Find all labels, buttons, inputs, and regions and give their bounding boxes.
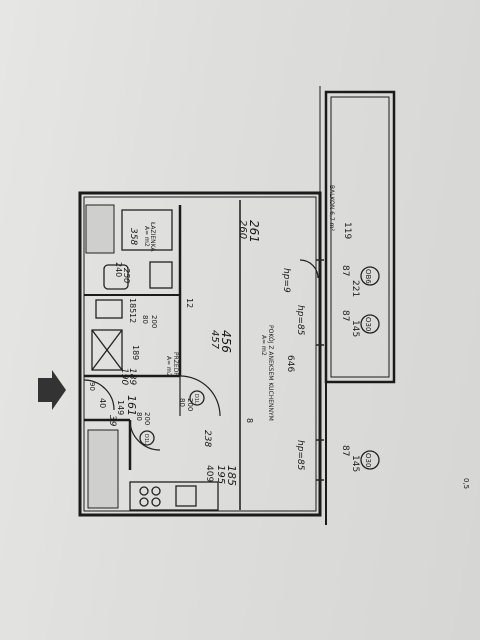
main-room-area: A= m2 — [260, 335, 267, 356]
window-marks — [316, 259, 324, 481]
dim-sill: 12 — [128, 313, 137, 323]
hall-name: PRZEDP. — [172, 352, 179, 377]
door-swings — [83, 259, 319, 451]
window-3-code: O30 — [364, 453, 372, 467]
window-1-width: 87 — [340, 265, 350, 276]
door-d1: 90 — [88, 382, 96, 391]
dim-hall-depth-old: 190 — [119, 368, 129, 385]
window-3-width: 87 — [340, 445, 350, 456]
dim-kitchen-width: 409 — [204, 465, 214, 482]
door-d4: 80 — [178, 398, 186, 407]
kitchen-counter — [129, 481, 219, 511]
dim-hall-width: 161 — [125, 395, 138, 416]
dim-wall-label: 8 — [245, 418, 254, 423]
dim-door-width: 238 — [202, 430, 212, 447]
door-d2: 80 — [141, 315, 149, 324]
hp-upper: hp=9 — [281, 268, 291, 293]
window-3-height: 145 — [350, 455, 360, 472]
interior-walls — [84, 200, 241, 510]
window-tags — [360, 266, 380, 470]
door-d5: 200 — [186, 398, 194, 411]
window-1-height: 221 — [350, 280, 360, 297]
entry-arrow — [38, 370, 66, 410]
dim-balcony-depth: 119 — [342, 222, 352, 239]
dim-entry: 39 — [107, 415, 117, 427]
balcony-label: BALKON 6,7 m² — [328, 185, 335, 232]
main-room-name: POKÓJ Z ANEKSEM KUCHENNYM — [267, 325, 274, 421]
dim-col-12: 12 — [185, 298, 194, 308]
window-2-width: 87 — [340, 310, 350, 321]
dim-bath-width2: 250 — [122, 268, 131, 283]
bathroom-area: A= m2 — [143, 226, 150, 247]
radiator-bottom — [87, 429, 119, 509]
radiator-top — [85, 204, 115, 254]
dim-hall-depth: 189 — [131, 345, 140, 360]
dim-bath-width: 240 — [114, 262, 123, 277]
dim-kitchen-new: 185 — [225, 465, 238, 486]
hp-mid: hp=85 — [295, 305, 305, 336]
bathroom-name: ŁAZIENKA — [149, 221, 156, 252]
dim-hall-width2: 149 — [116, 400, 125, 415]
hp-lower: hp=85 — [295, 440, 305, 471]
dim-kitchen-old: 195 — [215, 465, 226, 484]
dim-tub: 358 — [128, 228, 138, 245]
window-2-height: 145 — [350, 320, 360, 337]
window-1-code: OB6 — [364, 269, 372, 284]
hall-area: A= m2 — [165, 356, 172, 377]
door-tags — [139, 390, 205, 446]
dim-room-width-new: 456 — [219, 330, 233, 353]
window-2-code: O30 — [364, 317, 372, 331]
dim-room-width-old: 457 — [209, 330, 220, 350]
door-d7: 200 — [143, 412, 151, 425]
dim-room-length: 646 — [285, 355, 295, 372]
bath-fixtures — [91, 209, 173, 371]
dim-hall-depth-new: 189 — [127, 368, 137, 385]
door-tag-1: D1L — [193, 394, 199, 404]
dim-bath-depth: 185 — [128, 298, 137, 313]
dim-top-old: 260 — [237, 220, 248, 239]
dim-top-new: 261 — [247, 220, 261, 243]
exterior-walls — [78, 86, 396, 525]
corner-text: 0,5 — [462, 478, 470, 489]
door-tag-2: D1L — [143, 434, 149, 444]
door-d3: 200 — [150, 315, 158, 328]
door-d6: 80 — [135, 412, 143, 421]
dim-entry2: 40 — [98, 398, 107, 408]
